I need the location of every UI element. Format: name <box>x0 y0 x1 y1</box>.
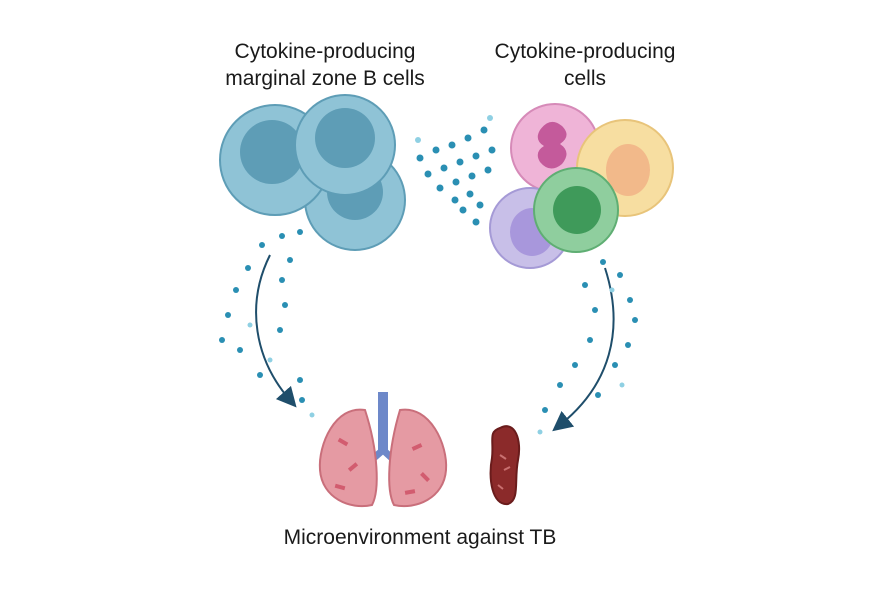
left-group-label: Cytokine-producing marginal zone B cells <box>190 38 460 92</box>
left-label-line-1: Cytokine-producing <box>234 40 416 63</box>
spleen-icon <box>489 425 520 506</box>
right-curved-arrow <box>552 267 615 432</box>
bottom-label: Microenvironment against TB <box>283 526 557 549</box>
right-label-line-1: Cytokine-producing <box>494 40 676 63</box>
immune-cell-cluster-icon <box>489 103 674 269</box>
right-label-line-2: cells <box>563 67 606 90</box>
right-group-label: Cytokine-producing cells <box>455 38 715 92</box>
left-curved-arrow <box>255 254 297 408</box>
cytokine-dots-right <box>537 259 638 435</box>
lungs-icon <box>318 392 448 507</box>
left-label-line-2: marginal zone B cells <box>225 67 425 90</box>
b-cell-cluster-icon <box>219 94 406 251</box>
cytokine-dots-center <box>415 115 496 226</box>
cytokine-dots-left <box>219 229 315 418</box>
